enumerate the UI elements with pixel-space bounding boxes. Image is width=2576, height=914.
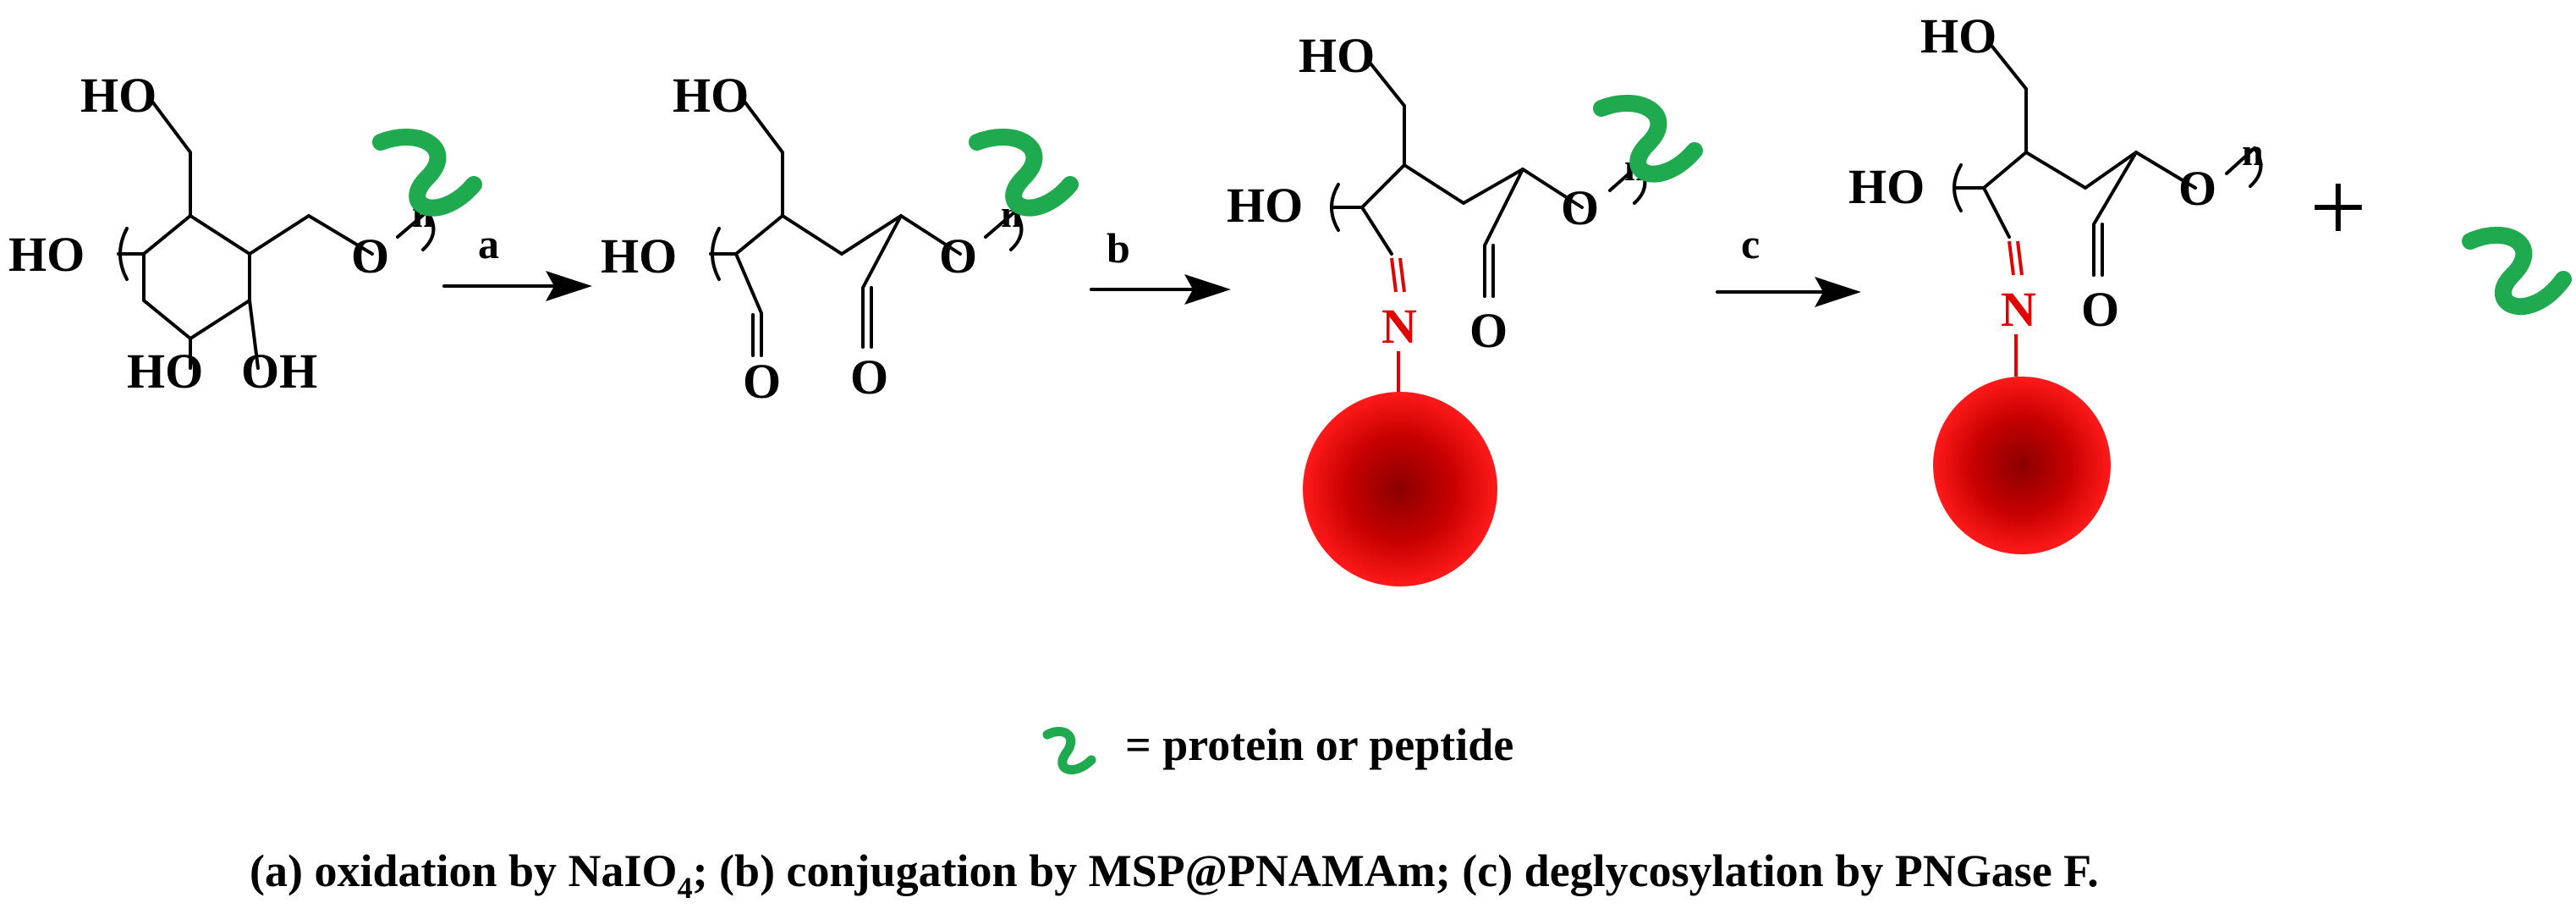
arrow-step-c: c	[1716, 220, 1861, 307]
label-oh-bottom: OH	[241, 344, 317, 399]
label-o-4: O	[2178, 161, 2216, 216]
released-peptide-icon	[2462, 226, 2572, 316]
label-o-aldehyde-4: O	[2081, 282, 2119, 337]
glycan-molecule: HO HO O n HO OH	[8, 68, 482, 399]
arrow-step-a: a	[442, 220, 592, 301]
peptide-wave-1	[372, 129, 482, 217]
plus-sign: +	[2310, 151, 2367, 263]
caption: (a) oxidation by NaIO4; (b) conjugation …	[250, 845, 2099, 905]
peptide-wave-2	[969, 129, 1079, 217]
conjugate-molecule: HO HO O n N O	[1227, 28, 1703, 586]
label-ho-top-3: HO	[1299, 28, 1375, 83]
caption-subscript: 4	[678, 871, 693, 905]
label-ho-top-2: HO	[673, 68, 749, 123]
label-ho-left-3: HO	[1227, 178, 1303, 233]
magnetic-bead-2	[1933, 377, 2111, 554]
deglycosylated-molecule: HO HO O n N O	[1848, 8, 2264, 554]
label-ho-left-4: HO	[1848, 159, 1925, 214]
step-a-label: a	[478, 220, 499, 267]
label-ho-left: HO	[8, 227, 85, 282]
label-ho-left-2: HO	[601, 228, 677, 284]
legend: = protein or peptide	[1042, 719, 1513, 774]
green-wave-icon	[1042, 726, 1096, 774]
arrow-step-b: b	[1090, 224, 1231, 305]
label-o-aldehyde-3: O	[1469, 303, 1508, 358]
caption-part1: (a) oxidation by NaIO	[250, 845, 678, 896]
label-o-1: O	[351, 228, 389, 284]
label-ho-bottom: HO	[127, 344, 203, 399]
caption-part2: ; (b) conjugation by MSP@PNAMAm; (c) deg…	[693, 845, 2099, 896]
label-ho-top: HO	[80, 68, 157, 123]
label-ho-top-4: HO	[1920, 8, 1997, 63]
label-n-4: n	[2242, 130, 2264, 173]
label-o-aldehyde-2: O	[850, 350, 888, 405]
dialdehyde-molecule: HO HO O n O O	[601, 68, 1079, 409]
label-o-3: O	[1561, 180, 1599, 235]
label-o-2: O	[939, 228, 977, 284]
magnetic-bead-1	[1303, 392, 1497, 586]
label-imine-n-2: N	[2001, 282, 2036, 337]
peptide-wave-3	[1593, 95, 1703, 183]
step-c-label: c	[1741, 220, 1760, 267]
legend-text: = protein or peptide	[1125, 719, 1513, 770]
label-imine-n-1: N	[1381, 299, 1417, 354]
step-b-label: b	[1107, 224, 1130, 272]
label-o-aldehyde-1: O	[743, 354, 781, 409]
